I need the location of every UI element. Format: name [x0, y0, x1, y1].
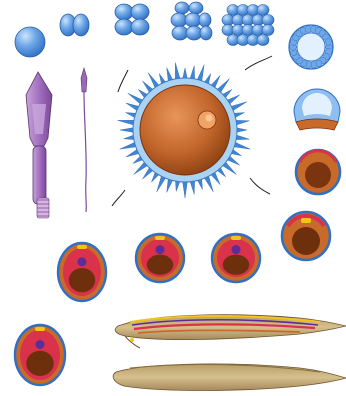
sperm-enlarged: [26, 72, 52, 218]
sperm-small: [81, 68, 87, 212]
blastula-cell: [325, 39, 332, 46]
gastrula-late: [282, 212, 330, 260]
morula-cell: [257, 35, 269, 46]
blastula: [289, 25, 333, 69]
gastrula-mid: [296, 150, 340, 194]
larva-external: [113, 364, 346, 391]
neurula-5: [15, 325, 65, 385]
egg-fertilization: [112, 56, 272, 206]
neurula-3: [212, 234, 260, 282]
morula-cell: [257, 5, 269, 16]
larva-internal: [115, 315, 346, 348]
two-cell: [60, 14, 89, 36]
neurula-1: [58, 243, 106, 301]
eight-cell: [171, 2, 212, 40]
morula-cell: [262, 15, 274, 26]
neurula-2: [136, 234, 184, 282]
four-cell: [115, 4, 149, 35]
zygote: [15, 27, 45, 57]
gastrula-early: [294, 89, 340, 130]
morula-cell: [262, 25, 274, 36]
morula: [222, 5, 274, 46]
egg-spike: [182, 180, 187, 198]
